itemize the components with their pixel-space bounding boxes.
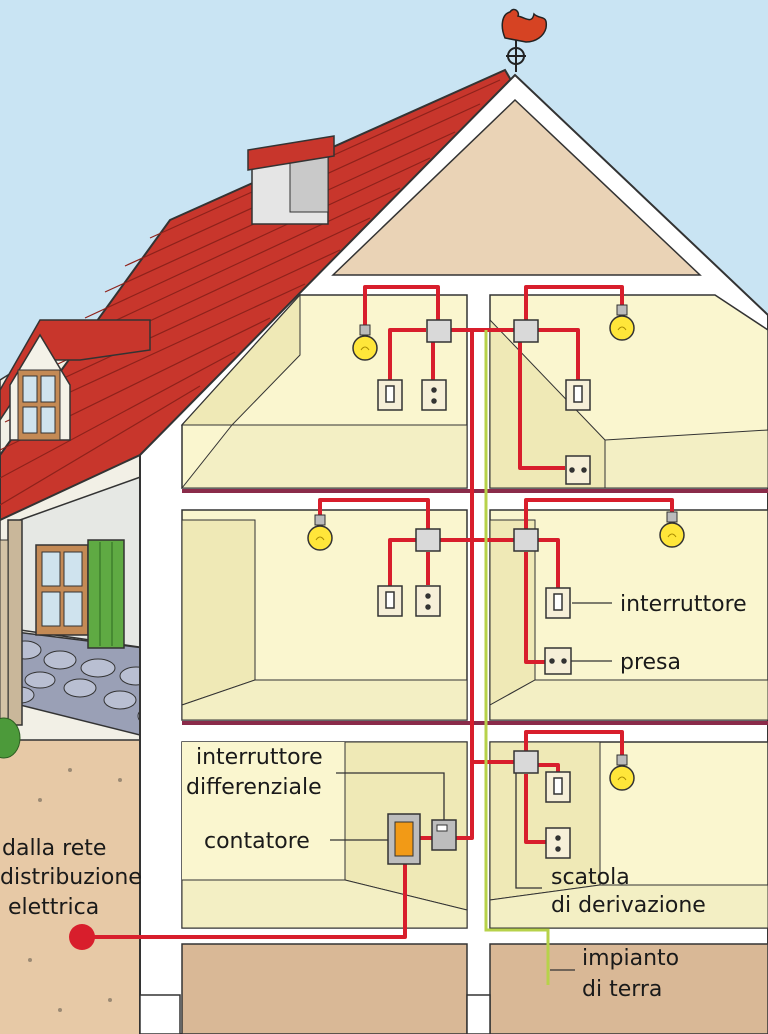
dormer [0, 319, 151, 441]
light-bulb-icon [609, 304, 635, 341]
wall-switch-icon [565, 379, 591, 411]
labels: interruttore presa interruttore differen… [0, 592, 747, 1002]
label-rete-2: distribuzione [0, 865, 142, 890]
switches [377, 379, 591, 803]
leader-lines [330, 602, 612, 971]
rcd-icon [431, 819, 457, 851]
socket-icon [415, 585, 441, 617]
bush [0, 717, 21, 759]
wall-switch-icon [545, 771, 571, 803]
label-scatola-1: scatola [551, 865, 630, 890]
light-bulb-icon [352, 324, 378, 361]
socket-icon [565, 455, 591, 485]
junction-box-icon [415, 528, 441, 552]
light-bulb-icon [659, 511, 685, 548]
ground-wire [484, 330, 550, 985]
meter-icon [387, 813, 421, 865]
label-interruttore: interruttore [620, 592, 747, 617]
socket-icon [544, 647, 572, 675]
supply-point [69, 924, 95, 950]
wall-switch-icon [545, 587, 571, 619]
label-rete-3: elettrica [8, 895, 99, 920]
foundation-right [489, 943, 768, 1034]
label-presa: presa [620, 650, 681, 675]
label-interruttore-differenziale-1: interruttore [196, 745, 323, 770]
label-interruttore-differenziale-2: differenziale [186, 775, 322, 800]
label-impianto-1: impianto [582, 946, 679, 971]
attic [331, 98, 702, 276]
label-contatore: contatore [204, 829, 310, 854]
foundation-left [181, 943, 468, 1034]
window-with-shutters [35, 539, 125, 649]
chimney [247, 135, 335, 225]
rooster-weathervane-icon [501, 8, 548, 72]
sockets [415, 379, 591, 859]
wall-switch-icon [377, 379, 403, 411]
label-scatola-2: di derivazione [551, 893, 706, 918]
light-bulb-icon [307, 514, 333, 551]
junction-box-icon [513, 319, 539, 343]
junction-box-icon [513, 750, 539, 774]
label-impianto-2: di terra [582, 977, 662, 1002]
wall-switch-icon [377, 585, 403, 617]
junction-box-icon [513, 528, 539, 552]
socket-icon [421, 379, 447, 411]
wiring [84, 285, 674, 939]
junction-boxes [415, 319, 539, 774]
junction-box-icon [426, 319, 452, 343]
label-rete-1: dalla rete [2, 836, 106, 861]
bulbs [307, 304, 685, 791]
house-section [139, 73, 768, 1034]
light-bulb-icon [609, 754, 635, 791]
socket-icon [545, 827, 571, 859]
